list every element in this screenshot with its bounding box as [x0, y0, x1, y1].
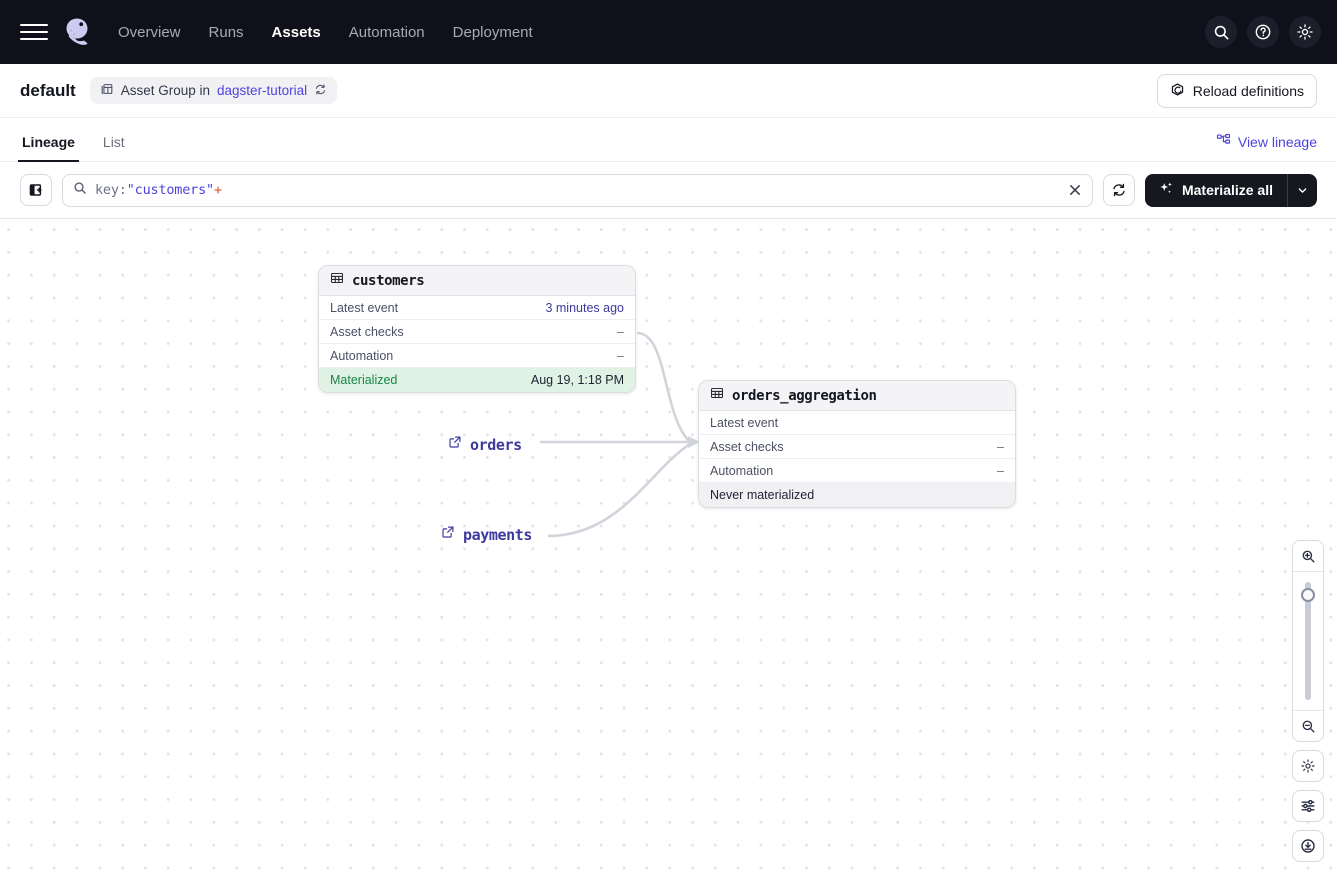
external-link-icon [448, 435, 462, 454]
graph-edges [540, 331, 700, 538]
asset-row-value: – [617, 324, 624, 339]
query-token-string: "customers" [126, 182, 214, 198]
asset-row-value: – [617, 348, 624, 363]
nav-link-assets[interactable]: Assets [271, 23, 321, 41]
nav-link-runs[interactable]: Runs [208, 23, 244, 41]
asset-row-label: Automation [330, 348, 394, 363]
gear-icon[interactable] [1292, 750, 1324, 782]
external-link-icon [441, 525, 455, 544]
asset-row-label: Asset checks [330, 324, 404, 339]
asset-row-label: Asset checks [710, 439, 784, 454]
dagster-logo-icon[interactable] [60, 14, 96, 50]
asset-node-orders-aggregation[interactable]: orders_aggregation Latest event Asset ch… [698, 380, 1016, 508]
asset-node-customers[interactable]: customers Latest event 3 minutes ago Ass… [318, 265, 636, 393]
view-lineage-label: View lineage [1237, 134, 1317, 150]
zoom-panel [1292, 540, 1324, 742]
query-token-key: key [95, 182, 119, 198]
nav-actions [1205, 16, 1321, 48]
search-icon [73, 181, 87, 200]
refresh-icon[interactable] [1102, 174, 1135, 206]
zoom-slider[interactable] [1293, 571, 1323, 711]
asset-node-title: orders_aggregation [732, 387, 877, 404]
asset-node-title: customers [352, 272, 425, 289]
search-query-text: key:"customers"+ [95, 182, 222, 198]
sliders-icon[interactable] [1292, 790, 1324, 822]
repository-link[interactable]: dagster-tutorial [217, 83, 308, 98]
zoom-slider-thumb[interactable] [1301, 588, 1315, 602]
asset-status-label: Materialized [330, 373, 398, 387]
asset-group-icon [100, 82, 114, 99]
asset-status-timestamp: Aug 19, 1:18 PM [530, 373, 624, 387]
asset-row-value: – [997, 463, 1004, 478]
chevron-down-icon[interactable] [1287, 173, 1317, 207]
zoom-in-icon[interactable] [1293, 541, 1323, 571]
tabs-row: Lineage List View lineage [0, 118, 1337, 162]
gear-icon[interactable] [1289, 16, 1321, 48]
asset-row-label: Automation [710, 463, 774, 478]
main-nav-links: Overview Runs Assets Automation Deployme… [116, 21, 535, 44]
asset-row-asset-checks: Asset checks – [319, 320, 635, 344]
lineage-graph-canvas[interactable]: customers Latest event 3 minutes ago Ass… [0, 225, 1337, 873]
recenter-icon[interactable] [1292, 830, 1324, 862]
zoom-slider-track [1305, 582, 1311, 700]
search-icon[interactable] [1205, 16, 1237, 48]
asset-row-asset-checks: Asset checks – [699, 435, 1015, 459]
page-title: default [20, 80, 76, 100]
asset-row-value[interactable]: 3 minutes ago [545, 300, 624, 315]
query-token-colon: : [118, 182, 127, 198]
tab-lineage[interactable]: Lineage [18, 134, 79, 162]
zoom-controls [1292, 540, 1324, 862]
table-asset-icon [710, 386, 724, 405]
external-asset-label: orders [470, 435, 522, 454]
materialize-all-group: Materialize all [1144, 173, 1317, 207]
refresh-icon[interactable] [314, 83, 327, 99]
asset-status-badge-materialized: Materialized Aug 19, 1:18 PM [319, 368, 635, 392]
external-asset-label: payments [463, 525, 533, 544]
hamburger-menu-icon[interactable] [20, 18, 48, 46]
tab-list[interactable]: List [102, 134, 125, 150]
asset-row-automation: Automation – [699, 459, 1015, 483]
nav-link-deployment[interactable]: Deployment [452, 23, 533, 41]
reload-definitions-button[interactable]: Reload definitions [1156, 73, 1317, 108]
help-icon[interactable] [1247, 16, 1279, 48]
asset-status-badge-never-materialized: Never materialized [699, 483, 1015, 507]
asset-row-latest-event: Latest event [699, 411, 1015, 435]
top-navigation-bar: Overview Runs Assets Automation Deployme… [0, 0, 1337, 64]
asset-node-header: customers [319, 266, 635, 296]
asset-status-label: Never materialized [710, 488, 815, 502]
close-icon[interactable] [1066, 181, 1084, 199]
zoom-out-icon[interactable] [1293, 711, 1323, 741]
asset-node-header: orders_aggregation [699, 381, 1015, 411]
materialize-all-label: Materialize all [1181, 182, 1273, 198]
asset-group-chip[interactable]: Asset Group in dagster-tutorial [89, 77, 338, 104]
asset-selection-search-input[interactable]: key:"customers"+ [62, 173, 1093, 207]
page-header: default Asset Group in dagster-tutorial [0, 64, 1337, 118]
graph-toolbar: key:"customers"+ Materialize all [0, 162, 1337, 219]
nav-link-overview[interactable]: Overview [118, 23, 181, 41]
asset-row-value: – [997, 439, 1004, 454]
expand-sidebar-icon[interactable] [20, 174, 52, 206]
external-asset-node-payments[interactable]: payments [441, 525, 532, 544]
view-lineage-button[interactable]: View lineage [1216, 133, 1317, 151]
query-token-plus: + [213, 182, 222, 198]
materialize-all-button[interactable]: Materialize all [1144, 173, 1287, 207]
sparkle-icon [1159, 181, 1174, 199]
asset-row-automation: Automation – [319, 344, 635, 368]
reload-definitions-icon [1170, 82, 1185, 100]
asset-group-prefix: Asset Group in [120, 83, 211, 98]
nav-link-automation[interactable]: Automation [348, 23, 425, 41]
asset-row-label: Latest event [710, 415, 779, 430]
external-asset-node-orders[interactable]: orders [448, 435, 522, 454]
reload-definitions-label: Reload definitions [1192, 82, 1304, 99]
asset-row-latest-event: Latest event 3 minutes ago [319, 296, 635, 320]
asset-row-label: Latest event [330, 300, 399, 315]
table-asset-icon [330, 271, 344, 290]
lineage-graph-icon [1216, 133, 1231, 151]
